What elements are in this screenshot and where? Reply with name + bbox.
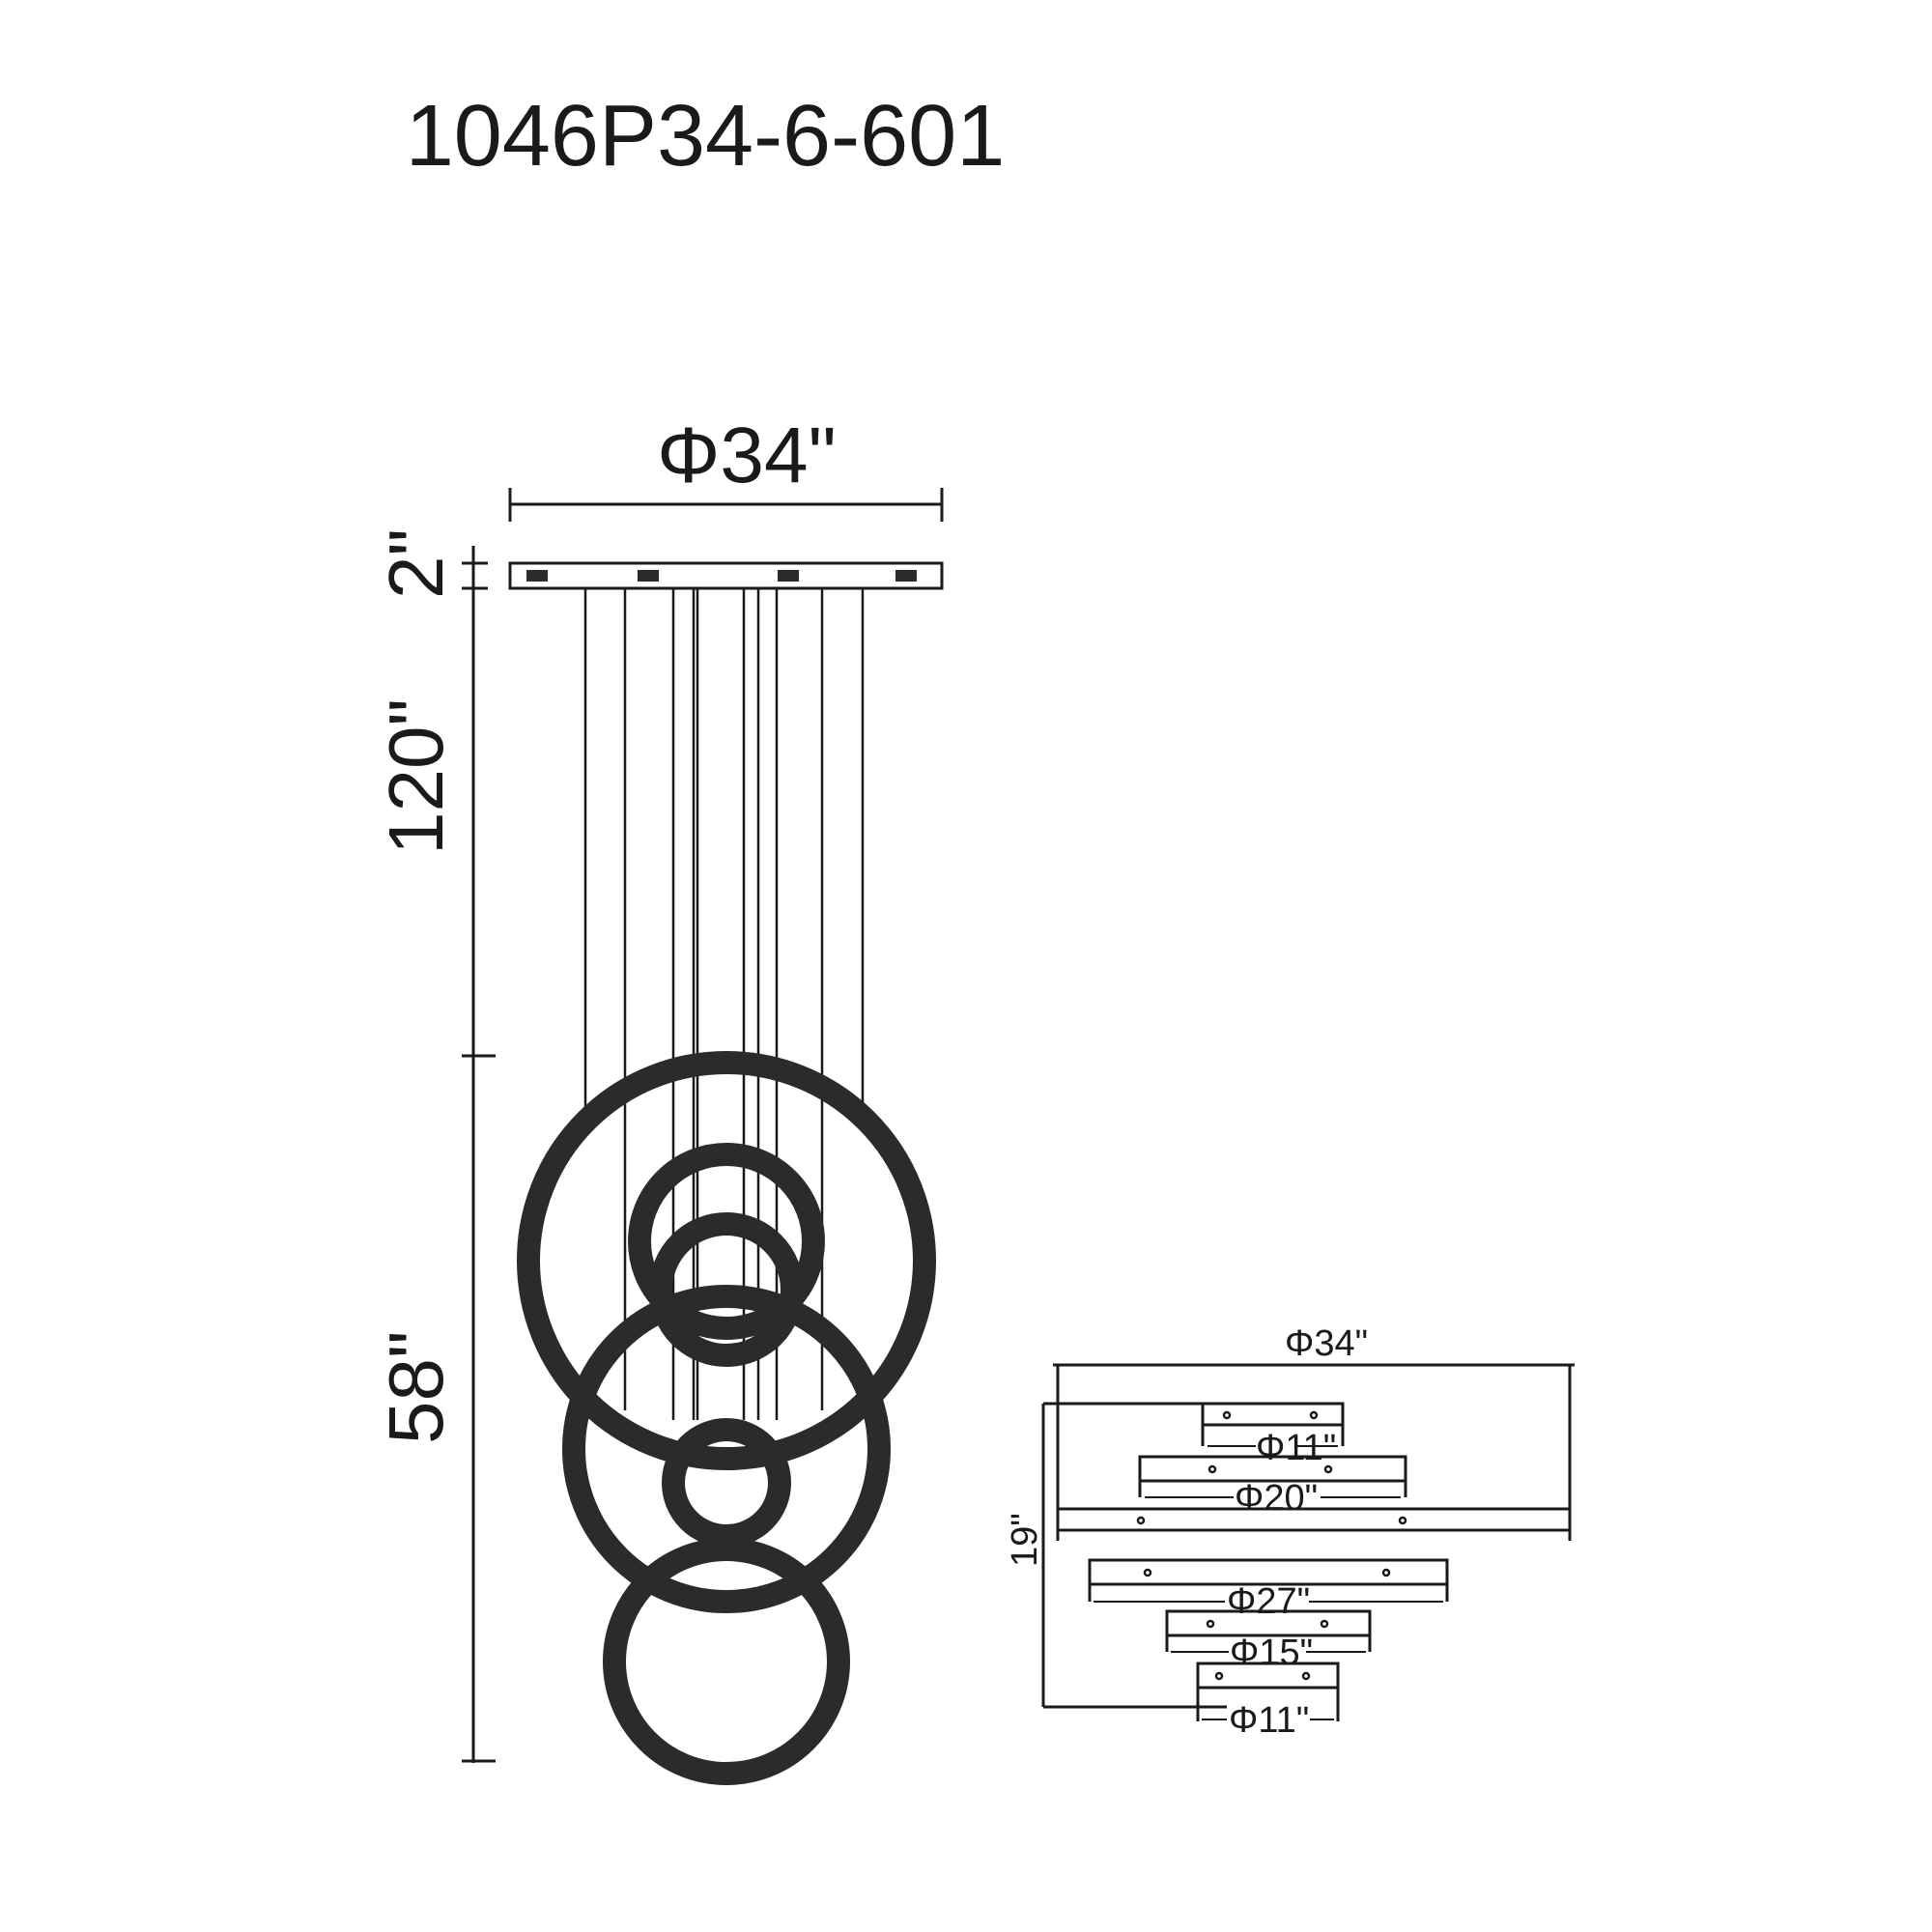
front-width-label: Φ34"	[657, 412, 837, 499]
side-width-label: Φ34"	[1285, 1323, 1369, 1364]
tier-label: Φ15"	[1230, 1633, 1314, 1673]
canopy-height-label: 2"	[373, 528, 459, 599]
tier-label: Φ27"	[1227, 1581, 1311, 1622]
cable-length-label: 120"	[373, 698, 459, 855]
tier-label: Φ20"	[1235, 1478, 1319, 1519]
side-height-label: 19"	[1005, 1513, 1045, 1567]
tier-label: Φ11"	[1229, 1700, 1310, 1741]
tier-label: Φ11"	[1256, 1428, 1337, 1468]
body-height-label: 58"	[373, 1330, 459, 1444]
model-number-title: 1046P34-6-601	[405, 88, 1006, 185]
